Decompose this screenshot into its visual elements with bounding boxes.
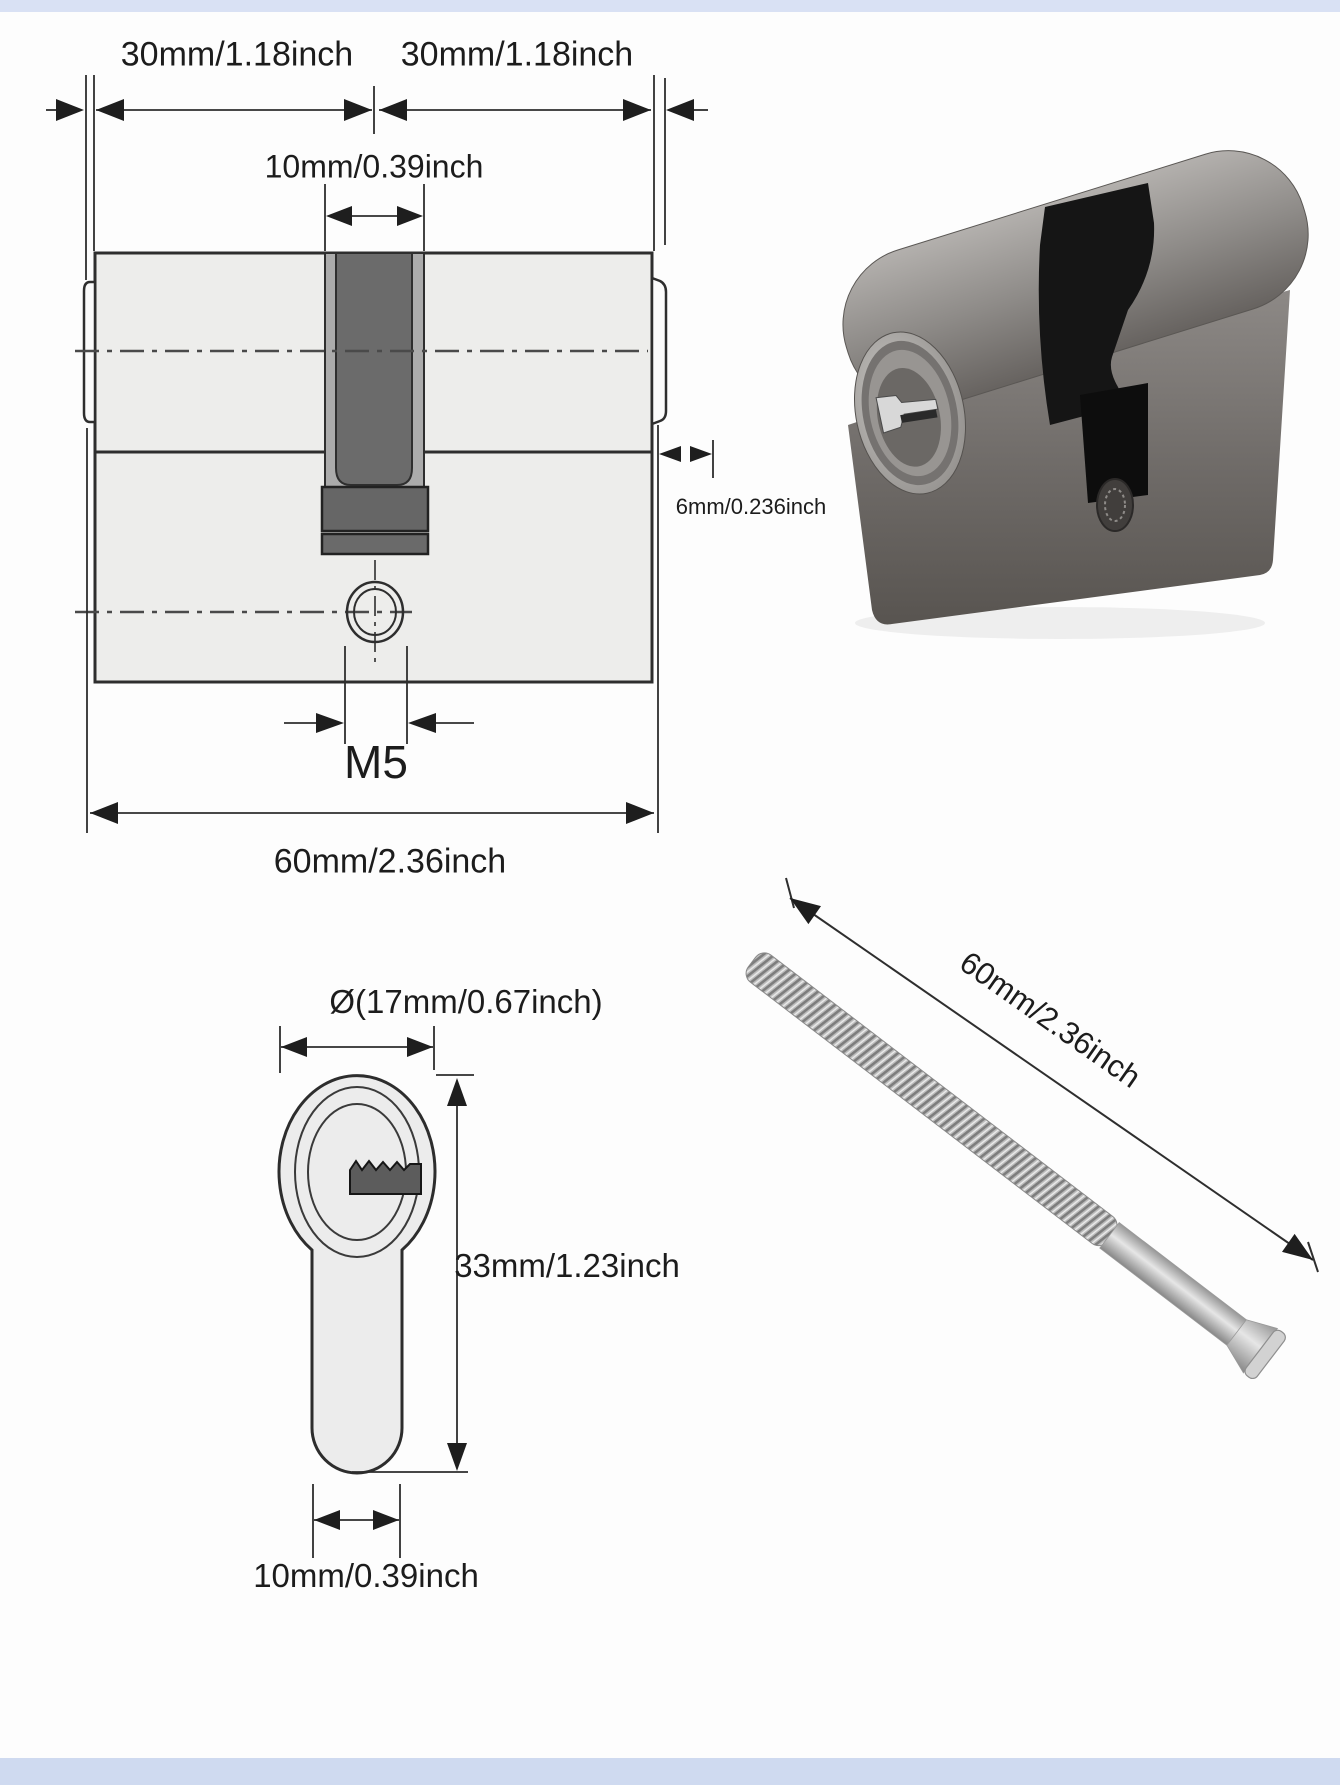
dimension-arrowheads xyxy=(56,99,712,824)
dimension-arrowheads xyxy=(281,1037,467,1530)
cam-slot xyxy=(335,252,413,486)
screw-body xyxy=(745,952,1286,1380)
dim-label-screw-thread: M5 xyxy=(344,736,408,788)
product-photo xyxy=(750,95,1340,665)
top-border-strip xyxy=(0,0,1340,12)
centerline xyxy=(75,349,648,614)
front-view-drawing xyxy=(0,0,720,900)
dim-label-face-diameter: Ø(17mm/0.67inch) xyxy=(329,983,603,1020)
cam-foot xyxy=(320,485,430,533)
dim-label-body-height: 33mm/1.23inch xyxy=(454,1247,680,1284)
photo-screw-hole xyxy=(1096,478,1134,532)
screw-photo xyxy=(690,870,1340,1430)
dim-label-right-half: 30mm/1.18inch xyxy=(400,35,634,74)
dim-label-left-half: 30mm/1.18inch xyxy=(120,35,354,74)
dim-label-cap-offset: 6mm/0.236inch xyxy=(675,494,827,519)
screw-head xyxy=(1244,1329,1286,1380)
dim-label-cam-width: 10mm/0.39inch xyxy=(264,148,484,185)
keyhole xyxy=(875,394,939,434)
profile-view-drawing xyxy=(180,940,700,1620)
key-face xyxy=(853,331,967,495)
bottom-border-strip xyxy=(0,1758,1340,1785)
cam-foot-lower xyxy=(320,532,430,556)
screw-dimension-line xyxy=(785,877,1319,1273)
right-end-cap xyxy=(650,276,668,426)
dim-label-stem-width: 10mm/0.39inch xyxy=(253,1557,479,1594)
profile-silhouette xyxy=(277,1074,437,1475)
lock-body-plate xyxy=(848,290,1290,625)
lock-cam xyxy=(1038,183,1155,425)
dimension-arrowheads xyxy=(790,898,1313,1260)
dim-label-total-length: 60mm/2.36inch xyxy=(273,842,507,881)
keyway-slot xyxy=(349,1159,422,1195)
